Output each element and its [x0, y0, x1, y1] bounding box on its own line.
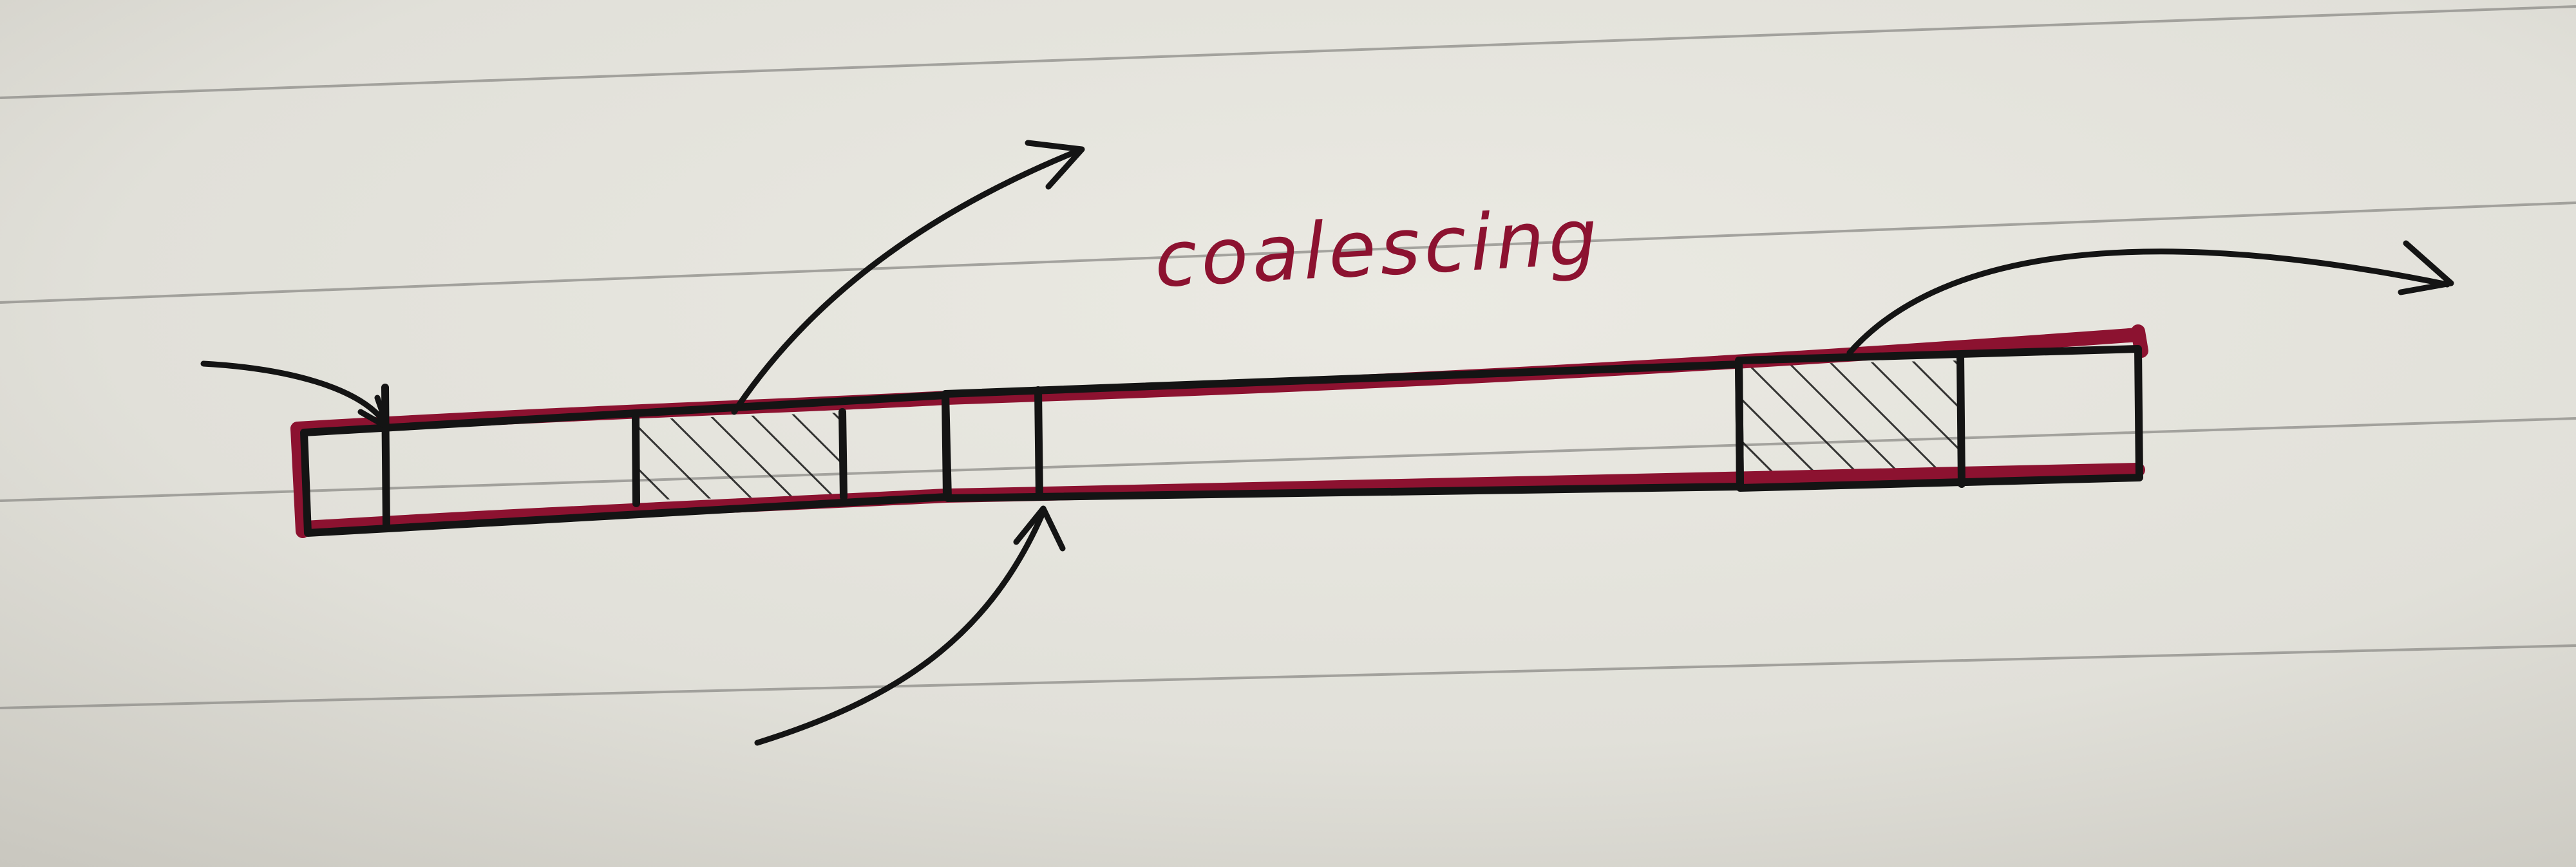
- rule-line: [0, 417, 2576, 502]
- rule-line: [0, 5, 2576, 99]
- allocated-block-7: [1739, 360, 1960, 485]
- seg-divider: [838, 408, 848, 501]
- strip-right-outline: [1735, 345, 2143, 492]
- rule-line: [0, 201, 2576, 304]
- arrow-out-of-block-7: [1846, 240, 2454, 356]
- seg-divider: [1956, 351, 1965, 488]
- rule-line: [0, 644, 2576, 709]
- ruled-lines: [0, 5, 2576, 709]
- arrow-out-of-block-3: [731, 140, 1085, 415]
- seg-divider: [381, 384, 390, 530]
- red-left-cap: [290, 422, 310, 538]
- arrows: [200, 140, 2454, 746]
- arrow-into-first-boundary: [200, 360, 391, 431]
- memory-strip: [300, 345, 2143, 537]
- arrow-up-into-boundary: [754, 505, 1066, 746]
- allocated-block-3: [636, 413, 842, 500]
- seg-divider: [1034, 386, 1043, 501]
- allocated-blocks: [636, 360, 1960, 500]
